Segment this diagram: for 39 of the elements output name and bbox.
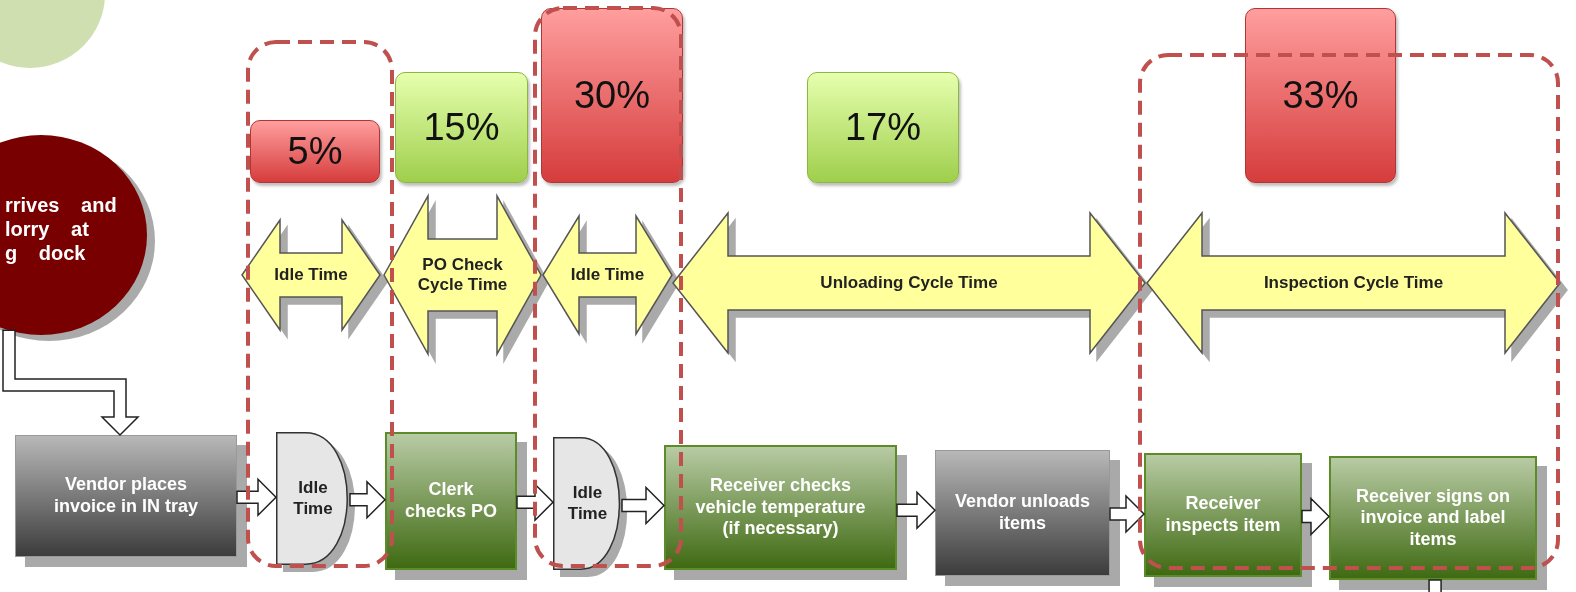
block-arrow — [236, 477, 278, 518]
label-text: Clerk checks PO — [403, 479, 499, 523]
label-text: Vendor places invoice in IN tray — [52, 474, 199, 518]
percentage-box — [807, 72, 959, 183]
label-text: 33% — [1282, 72, 1359, 118]
label-text: Idle Time — [570, 264, 645, 286]
span-banner — [1147, 213, 1560, 353]
span-banner — [673, 213, 1145, 353]
block-arrow — [621, 485, 666, 526]
span-banner — [242, 220, 380, 330]
label-text: 15% — [423, 104, 500, 150]
percentage-box — [395, 72, 528, 183]
label-text: PO Check Cycle Time — [416, 254, 509, 296]
block-arrow — [2, 329, 140, 437]
span-banner — [384, 196, 541, 354]
percentage-box — [1245, 8, 1396, 183]
delay-shape — [276, 432, 350, 565]
block-arrow — [1301, 496, 1331, 537]
label-text: Inspection Cycle Time — [1263, 272, 1444, 294]
percentage-box — [541, 8, 683, 183]
label-text: Receiver checks vehicle temperature (if necessary) — [694, 475, 867, 540]
percentage-box — [250, 120, 380, 183]
label-text: 5% — [287, 128, 343, 174]
label-text: Unloading Cycle Time — [820, 272, 998, 294]
label-text: Idle Time — [292, 478, 334, 519]
block-arrow — [896, 490, 937, 531]
delay-shape — [553, 437, 622, 570]
label-text: rrives and lorry at g dock — [5, 193, 118, 265]
label-text: 30% — [573, 72, 651, 118]
block-arrow — [349, 479, 387, 520]
label-text: Vendor unloads items — [954, 491, 1091, 535]
label-text: Receiver signs on invoice and label items — [1354, 485, 1512, 551]
block-arrow — [1109, 494, 1146, 534]
span-banner — [543, 216, 672, 334]
label-text: Idle Time — [566, 483, 609, 524]
label-text: 17% — [844, 104, 922, 150]
label-text: Receiver inspects item — [1164, 493, 1282, 537]
label-text: Idle Time — [274, 264, 348, 286]
block-arrow — [1428, 579, 1442, 592]
